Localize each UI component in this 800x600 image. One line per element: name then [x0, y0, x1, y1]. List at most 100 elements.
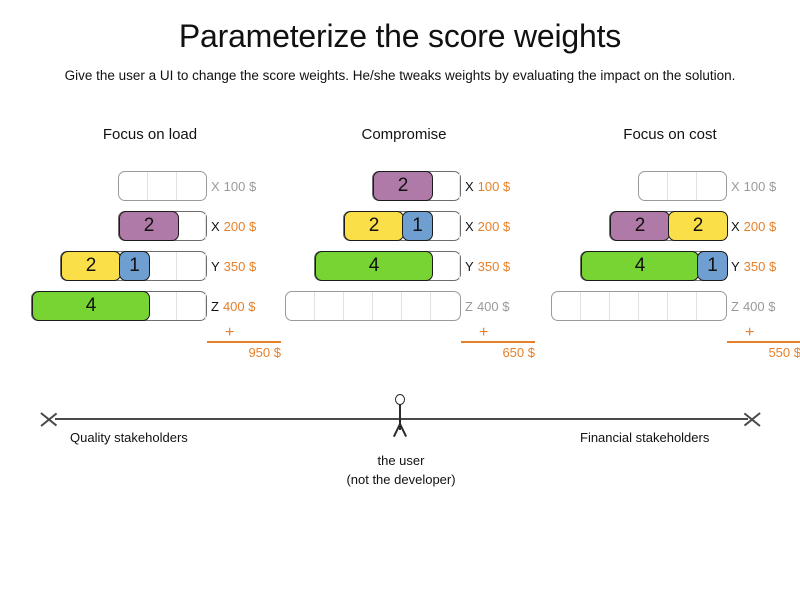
weight-slider-track[interactable]: 4 — [314, 251, 461, 281]
slider-cell[interactable] — [610, 292, 639, 320]
weight-segment-blue[interactable]: 1 — [402, 211, 433, 241]
slider-row-key: X — [211, 218, 220, 234]
slider-cell[interactable] — [431, 172, 460, 200]
slider-cell[interactable] — [402, 292, 431, 320]
slider-row-price: 400 $ — [222, 298, 256, 314]
stick-figure-body — [399, 405, 401, 430]
slider-cell[interactable] — [668, 292, 697, 320]
weight-slider-track[interactable]: 2 — [372, 171, 461, 201]
weight-segment-yellow[interactable]: 2 — [668, 211, 728, 241]
slider-cell[interactable] — [148, 172, 177, 200]
slider-cell[interactable] — [177, 212, 206, 240]
weight-slider-track[interactable]: 2 — [118, 211, 207, 241]
slider-row-price: 100 $ — [477, 178, 511, 194]
slider-cell[interactable] — [431, 292, 460, 320]
slider-cell[interactable] — [148, 292, 177, 320]
slider-cell[interactable] — [119, 172, 148, 200]
slider-row-price: 400 $ — [742, 298, 776, 314]
stick-figure-head — [395, 394, 405, 405]
slider-cell[interactable] — [177, 252, 206, 280]
slider-row-key: X — [465, 218, 474, 234]
weight-segment-green[interactable]: 4 — [581, 251, 699, 281]
weight-slider-track[interactable] — [551, 291, 727, 321]
slider-cell[interactable] — [344, 292, 373, 320]
slider-cell[interactable] — [697, 292, 726, 320]
total-value: 550 $ — [768, 345, 800, 360]
weight-segment-yellow[interactable]: 2 — [61, 251, 121, 281]
weight-segment-yellow[interactable]: 2 — [344, 211, 404, 241]
slider-row-price: 400 $ — [476, 298, 510, 314]
slider-cell[interactable] — [668, 172, 697, 200]
slider-cell[interactable] — [431, 212, 460, 240]
slider-cell[interactable] — [373, 292, 402, 320]
spectrum-axis-line — [55, 418, 748, 420]
slider-cell[interactable] — [639, 292, 668, 320]
slider-cell[interactable] — [315, 292, 344, 320]
slider-cell[interactable] — [177, 172, 206, 200]
slider-row-key: Z — [465, 298, 473, 314]
slider-row-key: Z — [211, 298, 219, 314]
weight-segment-purple[interactable]: 2 — [610, 211, 670, 241]
slider-cell[interactable] — [581, 292, 610, 320]
slider-cell[interactable] — [177, 292, 206, 320]
slider-row-key: Z — [731, 298, 739, 314]
slider-row-price: 200 $ — [743, 218, 777, 234]
slider-cell[interactable] — [639, 172, 668, 200]
weight-slider-track[interactable]: 4 — [31, 291, 207, 321]
spectrum-right-label: Financial stakeholders — [580, 430, 710, 445]
page-subtitle: Give the user a UI to change the score w… — [64, 68, 736, 83]
weight-segment-green[interactable]: 4 — [32, 291, 150, 321]
stakeholder-spectrum: Quality stakeholders Financial stakehold… — [0, 392, 800, 512]
weight-slider-track[interactable] — [118, 171, 207, 201]
spectrum-left-label: Quality stakeholders — [70, 430, 188, 445]
scenario-heading: Focus on load — [102, 126, 198, 143]
weight-segment-green[interactable]: 4 — [315, 251, 433, 281]
weight-segment-blue[interactable]: 1 — [697, 251, 728, 281]
scenario-heading: Compromise — [361, 126, 447, 143]
slider-cell[interactable] — [431, 252, 460, 280]
total-divider — [207, 341, 281, 343]
weight-segment-blue[interactable]: 1 — [119, 251, 150, 281]
weight-slider-track[interactable] — [285, 291, 461, 321]
slider-row-key: Y — [731, 258, 740, 274]
plus-sign-icon: + — [479, 324, 489, 341]
slider-row-key: X — [731, 218, 740, 234]
slider-cell[interactable] — [286, 292, 315, 320]
total-divider — [461, 341, 535, 343]
slider-cell[interactable] — [148, 252, 177, 280]
weight-segment-purple[interactable]: 2 — [373, 171, 433, 201]
slider-cell[interactable] — [697, 172, 726, 200]
weight-segment-purple[interactable]: 2 — [119, 211, 179, 241]
column-total: +950 $ — [207, 325, 287, 360]
arrow-right-icon — [740, 405, 761, 433]
slider-row-key: Y — [465, 258, 474, 274]
slider-row-price: 350 $ — [743, 258, 777, 274]
weight-slider-track[interactable] — [638, 171, 727, 201]
scenario-heading: Focus on cost — [623, 126, 717, 143]
plus-sign-icon: + — [745, 324, 755, 341]
slider-cell[interactable] — [552, 292, 581, 320]
